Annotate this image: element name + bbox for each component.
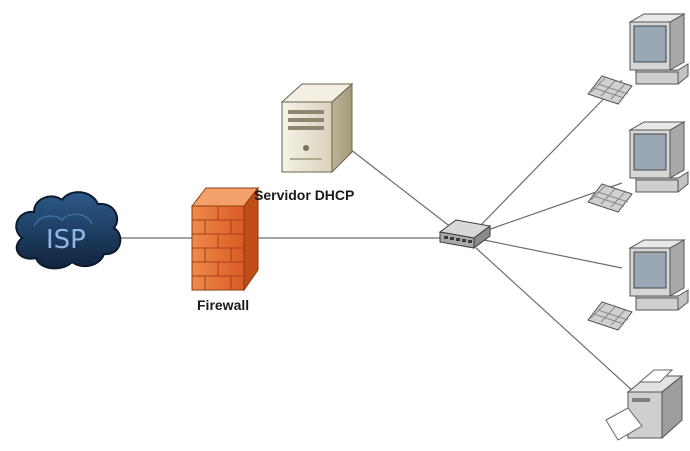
firewall-label: Firewall [197,297,250,313]
desktop-computer-icon [587,13,689,105]
cloud-icon: ISP [15,191,122,270]
server-tower-icon [280,82,354,174]
desktop-computer-icon [587,239,689,331]
link-switch-printer [475,247,635,393]
network-switch-icon [438,219,492,249]
brick-wall-icon [190,186,260,292]
printer-icon [605,369,684,441]
desktop-computer-icon [587,121,689,213]
link-switch-pc1 [477,79,623,229]
dhcp-server-label: Servidor DHCP [254,187,355,203]
isp-label: ISP [46,225,86,255]
link-switch-pc3 [483,239,623,269]
